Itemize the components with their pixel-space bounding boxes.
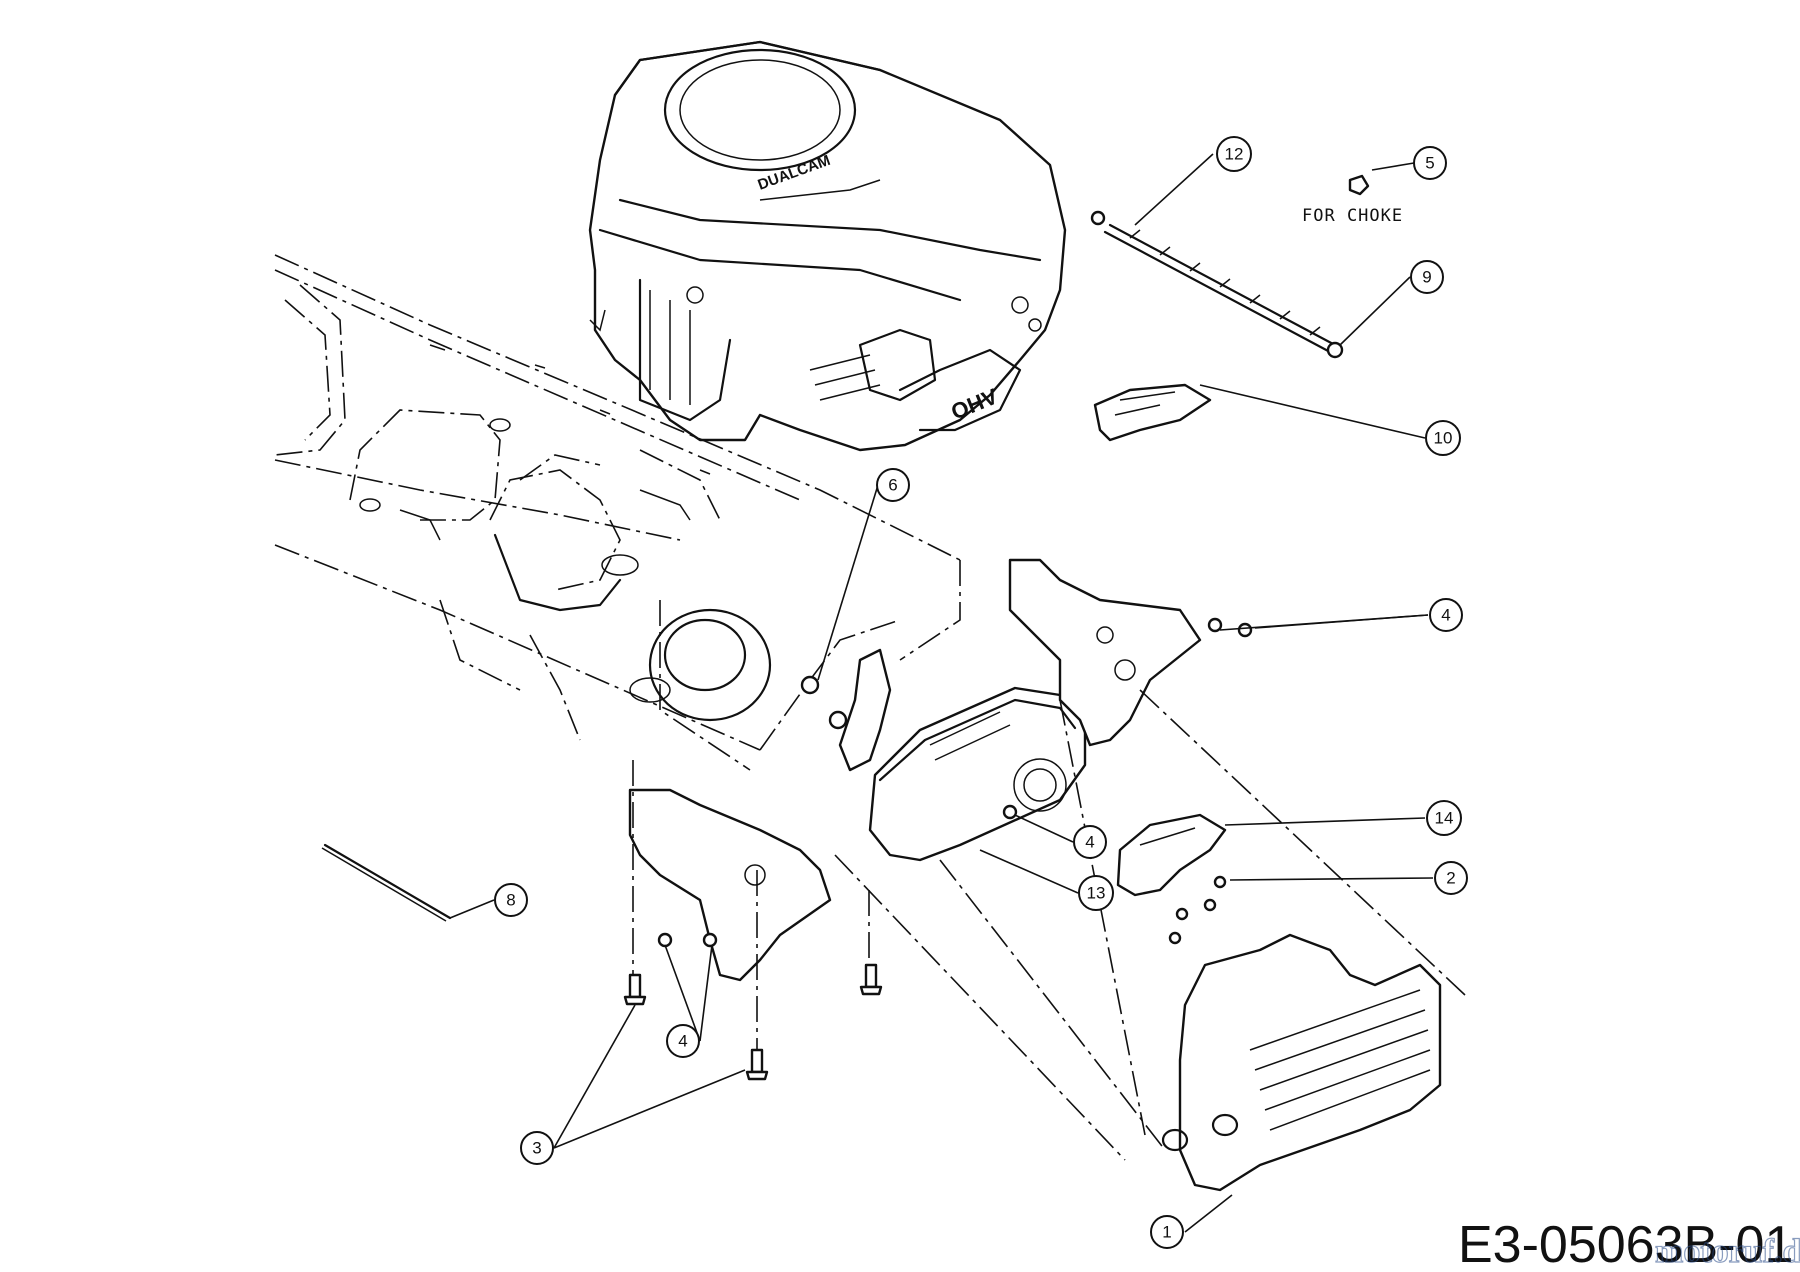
callout-14-label: 14 bbox=[1435, 809, 1454, 828]
screw-2 bbox=[1168, 875, 1227, 945]
exhaust-pipe-6 bbox=[800, 648, 892, 772]
callout-2[interactable]: 2 bbox=[1434, 861, 1468, 895]
heat-shield-1 bbox=[1161, 933, 1442, 1192]
callout-1-label: 1 bbox=[1162, 1223, 1171, 1242]
cable-tie-8 bbox=[321, 843, 452, 922]
callout-4-muffler[interactable]: 4 bbox=[1073, 825, 1107, 859]
callout-4-left[interactable]: 4 bbox=[666, 1024, 700, 1058]
engine: DUALCAM OHV bbox=[588, 40, 1067, 452]
bracket-right bbox=[1008, 558, 1202, 747]
callout-13[interactable]: 13 bbox=[1078, 875, 1114, 911]
assembly-lines bbox=[632, 689, 1466, 1161]
bolts-3 bbox=[623, 963, 883, 1081]
cable-clip-9 bbox=[1326, 341, 1344, 359]
choke-note: FOR CHOKE bbox=[1302, 206, 1403, 226]
leader-lines bbox=[449, 153, 1434, 1233]
drawing-code: E3-05063B-01 bbox=[1458, 1216, 1793, 1272]
callout-4-right-label: 4 bbox=[1441, 606, 1450, 625]
nuts-4 bbox=[657, 617, 1253, 948]
callout-13-label: 13 bbox=[1087, 884, 1106, 903]
callout-12-label: 12 bbox=[1225, 145, 1244, 164]
deflector-14 bbox=[1116, 813, 1227, 897]
callout-10[interactable]: 10 bbox=[1425, 420, 1461, 456]
watermark: motoruf.de bbox=[1655, 1233, 1800, 1270]
callout-9[interactable]: 9 bbox=[1410, 260, 1444, 294]
callout-4-left-label: 4 bbox=[678, 1032, 687, 1051]
callout-9-label: 9 bbox=[1422, 268, 1431, 287]
callout-4-right[interactable]: 4 bbox=[1429, 598, 1463, 632]
callout-1[interactable]: 1 bbox=[1150, 1215, 1184, 1249]
callout-2-label: 2 bbox=[1446, 869, 1455, 888]
callout-6[interactable]: 6 bbox=[876, 468, 910, 502]
callout-5[interactable]: 5 bbox=[1413, 146, 1447, 180]
chassis-frame bbox=[274, 254, 961, 771]
callout-6-label: 6 bbox=[888, 476, 897, 495]
muffler-13 bbox=[868, 686, 1087, 862]
callout-12[interactable]: 12 bbox=[1216, 136, 1252, 172]
bracket-left bbox=[628, 788, 832, 982]
throttle-cable-12 bbox=[1090, 210, 1337, 354]
cable-clamp-10 bbox=[1093, 383, 1212, 442]
callout-10-label: 10 bbox=[1434, 429, 1453, 448]
callout-5-label: 5 bbox=[1425, 154, 1434, 173]
callout-8-label: 8 bbox=[506, 891, 515, 910]
callout-3-label: 3 bbox=[532, 1139, 541, 1158]
callout-14[interactable]: 14 bbox=[1426, 800, 1462, 836]
callout-3[interactable]: 3 bbox=[520, 1131, 554, 1165]
nut-5 bbox=[1348, 174, 1370, 196]
callout-4-muffler-label: 4 bbox=[1085, 833, 1094, 852]
callout-8[interactable]: 8 bbox=[494, 883, 528, 917]
